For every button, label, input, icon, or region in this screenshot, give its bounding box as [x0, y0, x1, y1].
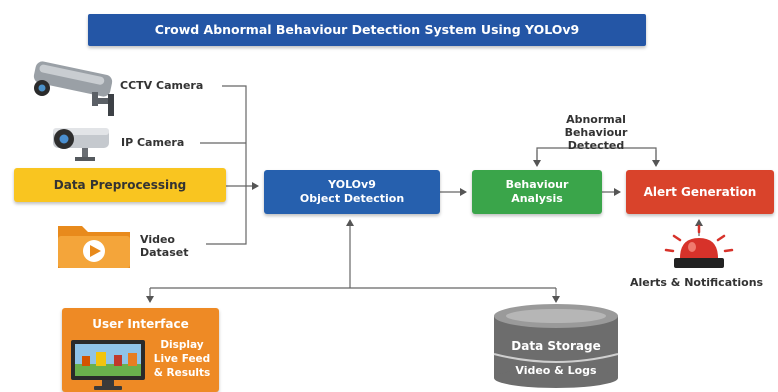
- alerts-notifications-label: Alerts & Notifications: [630, 276, 764, 289]
- behaviour-line1: Behaviour: [505, 178, 569, 191]
- ui-line2: Live Feed: [153, 353, 211, 365]
- ip-camera-icon: [53, 128, 109, 161]
- behaviour-analysis-box: Behaviour Analysis: [472, 170, 602, 214]
- cctv-connector: [206, 85, 247, 245]
- abnormal-line1: Abnormal: [566, 113, 626, 126]
- video-dataset-line1: Video: [140, 233, 175, 246]
- ip-camera-label: IP Camera: [121, 136, 185, 149]
- data-preprocessing-box: Data Preprocessing: [14, 168, 226, 202]
- abnormal-behaviour-label: Abnormal Behaviour Detected: [536, 113, 656, 152]
- ui-line1: Display: [160, 339, 204, 351]
- yolo-line1: YOLOv9: [328, 178, 376, 191]
- diagram-title: Crowd Abnormal Behaviour Detection Syste…: [88, 14, 646, 46]
- monitor-icon: [71, 340, 145, 390]
- abnormal-line2: Behaviour Detected: [564, 126, 628, 152]
- yolo-line2: Object Detection: [299, 192, 405, 205]
- siren-icon: [664, 224, 734, 268]
- cctv-camera-icon: [33, 61, 114, 116]
- ui-line3: & Results: [153, 367, 211, 379]
- ui-title: User Interface: [92, 317, 189, 331]
- behaviour-line2: Analysis: [511, 192, 563, 205]
- data-storage-subtitle: Video & Logs: [515, 364, 597, 377]
- data-storage-title: Data Storage: [511, 339, 601, 353]
- video-dataset-label: Video Dataset: [140, 233, 189, 259]
- database-icon: [493, 304, 619, 388]
- user-interface-box: User Interface Display Live Feed & Resul…: [62, 308, 219, 392]
- video-folder-icon: [58, 226, 130, 268]
- ui-description: Display Live Feed & Results: [148, 338, 216, 380]
- cctv-camera-label: CCTV Camera: [120, 79, 204, 92]
- yolo-detection-box: YOLOv9 Object Detection: [264, 170, 440, 214]
- video-dataset-line2: Dataset: [140, 246, 189, 259]
- alert-generation-box: Alert Generation: [626, 170, 774, 214]
